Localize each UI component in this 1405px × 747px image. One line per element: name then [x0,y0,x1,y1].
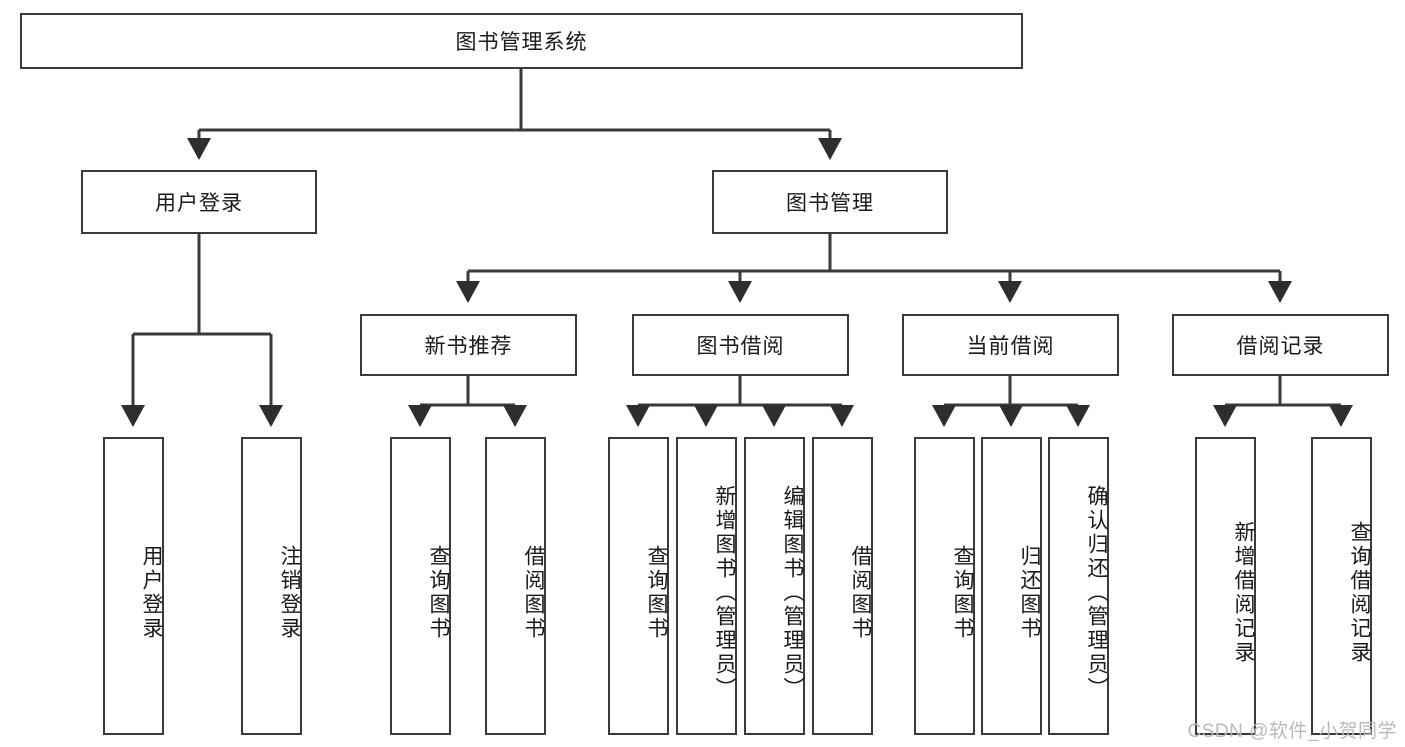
node-label: 图书借阅 [696,335,785,358]
leaf-user-login-logout[interactable]: 注销登录 [241,437,302,735]
leaf-current-query-book[interactable]: 查询图书 [914,437,975,735]
leaf-user-login-login[interactable]: 用户登录 [103,437,164,735]
leaf-record-query-record[interactable]: 查询借阅记录 [1311,437,1372,735]
node-label: 借阅图书 [849,545,872,641]
node-label: 查询图书 [427,545,450,641]
node-label: 新书推荐 [424,335,513,358]
node-label: 注销登录 [278,545,301,641]
node-label: 借阅图书 [522,545,545,641]
node-label: 编辑图书（管理员） [781,485,804,701]
node-label: 查询图书 [645,545,668,641]
leaf-borrow-borrow-book[interactable]: 借阅图书 [812,437,873,735]
leaf-record-add-record[interactable]: 新增借阅记录 [1195,437,1256,735]
node-label: 图书管理系统 [455,31,588,54]
leaf-current-confirm-return[interactable]: 确认归还（管理员） [1048,437,1109,735]
leaf-current-return-book[interactable]: 归还图书 [981,437,1042,735]
node-label: 查询借阅记录 [1348,521,1371,665]
node-user-login[interactable]: 用户登录 [81,170,317,234]
node-book-management[interactable]: 图书管理 [712,170,948,234]
node-new-book-recommend[interactable]: 新书推荐 [360,314,577,376]
leaf-borrow-edit-book[interactable]: 编辑图书（管理员） [744,437,805,735]
leaf-borrow-query-book[interactable]: 查询图书 [608,437,669,735]
node-borrow-record[interactable]: 借阅记录 [1172,314,1389,376]
node-current-borrow[interactable]: 当前借阅 [902,314,1119,376]
node-label: 确认归还（管理员） [1085,485,1108,701]
leaf-borrow-add-book[interactable]: 新增图书（管理员） [676,437,737,735]
node-label: 用户登录 [140,545,163,641]
watermark: CSDN @软件_小贺同学 [1187,721,1397,742]
node-label: 查询图书 [951,545,974,641]
node-label: 当前借阅 [966,335,1055,358]
node-root-system[interactable]: 图书管理系统 [20,13,1023,69]
node-label: 图书管理 [786,192,874,215]
node-label: 新增图书（管理员） [713,485,736,701]
node-label: 用户登录 [155,192,243,215]
node-book-borrow[interactable]: 图书借阅 [632,314,849,376]
leaf-recommend-borrow-book[interactable]: 借阅图书 [485,437,546,735]
node-label: 新增借阅记录 [1232,521,1255,665]
leaf-recommend-query-book[interactable]: 查询图书 [390,437,451,735]
node-label: 借阅记录 [1236,335,1325,358]
node-label: 归还图书 [1018,545,1041,641]
